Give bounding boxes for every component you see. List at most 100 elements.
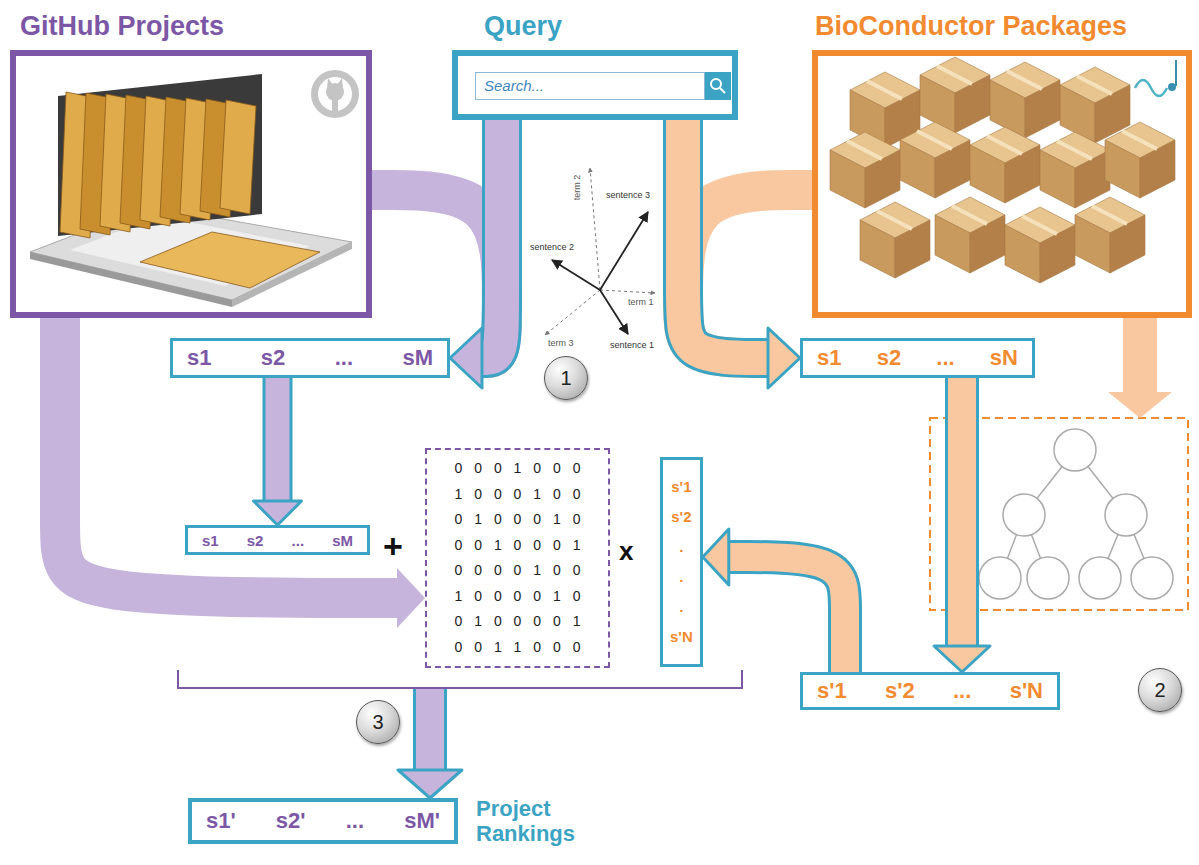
github-icon-part [327,78,333,88]
arrow-outline [683,120,768,358]
association-matrix: 0 0 0 1 0 0 01 0 0 0 1 0 00 1 0 0 0 1 00… [425,448,610,668]
score-vector: s1 s2 ... sM [185,525,370,555]
package-source-panel: BioConductor Packages [812,10,1192,318]
arrow-band [266,378,290,501]
matrix-row: 0 0 0 1 0 0 0 [443,456,592,482]
github-icon-part [318,77,352,111]
vector-space-sketch-part [590,168,600,290]
flow-arrow [254,378,302,525]
vector-space-sketch-part [600,290,628,334]
arrow-band [948,378,976,646]
laptop-illustration-part [58,74,262,236]
bioconductor-logo [1135,60,1176,96]
package-boxes-illustration-part [990,62,1060,138]
search-button-part [720,88,725,93]
score-text: s1 s2 ... sM [202,532,353,549]
result-arrow-part [398,770,462,798]
combination-bracket-part [178,670,742,688]
package-boxes-illustration-part [920,57,990,133]
laptop-illustration-part [140,232,320,288]
score-text: s1 s2 ... sM [187,345,433,371]
flow-arrow [934,378,990,672]
panel-heading: Query [452,10,738,42]
arrow-outline [263,378,293,501]
package-boxes-illustration-part [1040,132,1110,208]
vector-space-sketch-part [600,212,648,290]
package-boxes-illustration-part [1005,207,1075,283]
arrow-band [729,557,845,672]
panel-heading: GitHub Projects [10,10,372,42]
package-boxes-illustration [830,57,1175,283]
tree-structure-part [1079,557,1121,599]
laptop-illustration [30,74,352,307]
package-boxes-illustration-part [1075,197,1145,273]
ranking-frame: s1' s2' ... sM' [188,798,458,844]
score-vector: s1 s2 ... sM [170,338,450,378]
package-boxes-illustration-part [935,197,1005,273]
tree-structure-part [1105,494,1147,536]
package-to-tree-arrow [1108,318,1172,418]
operator-symbol: x [619,536,633,567]
arrow-band [482,120,502,358]
package-boxes-illustration-part [860,202,930,278]
score-text: s1 s2 ... sN [817,345,1018,371]
package-boxes-illustration-part [830,132,900,208]
tree-structure-part [1003,494,1045,536]
tree-structure-part [1054,429,1096,471]
flow-arrow [450,120,502,388]
score-column: s'1 s'2 . . . s'N [660,457,703,667]
result-arrow-part [413,689,447,774]
bioconductor-logo-part [1135,80,1167,96]
project-rankings: s1' s2' ... sM'Project Rankings [188,796,575,846]
arrow-head [934,646,990,672]
matrix-row: 0 1 0 0 0 1 0 [443,507,592,533]
flow-arrow [703,529,845,672]
axis-label: term 2 [572,175,583,201]
arrow-outline [482,120,502,358]
search-button-part [711,79,721,89]
flow-arrow [683,120,800,388]
search-button-part [705,72,731,100]
arrow-head [397,568,425,628]
tree-structure-part [1131,557,1173,599]
combination-bracket [178,670,742,688]
query-panel: QuerySearch... [452,10,738,120]
arrow-outline [945,378,979,646]
tree-structure-part [1027,557,1069,599]
panel-frame: Search... [452,50,738,120]
matrix-row: 1 0 0 0 1 0 0 [443,482,592,508]
bioconductor-logo-part [1168,83,1176,91]
tree-structure-part [979,557,1021,599]
score-text: s'1 s'2 ... s'N [817,678,1043,704]
github-icon-part [332,99,338,111]
arrow-head [703,529,729,585]
matrix-row: 0 1 0 0 0 0 1 [443,609,592,635]
callout-number: 1 [544,356,588,400]
package-boxes-illustration-part [900,122,970,198]
score-vector: s'1 s'2 ... s'N [800,672,1060,710]
github-icon-part [311,70,359,118]
operator-symbol: + [383,526,403,567]
package-to-tree-arrow-part [1123,318,1157,394]
package-boxes-illustration-part [970,127,1040,203]
bioconductor-logo-part [1175,60,1177,86]
search-field: Search... [475,72,705,100]
github-icon [311,70,359,118]
vector-space-sketch-part [552,260,600,290]
vector-space-sketch-part [545,290,600,335]
callout-text: 2 [1154,679,1165,701]
matrix-row: 0 0 1 0 0 0 1 [443,533,592,559]
matrix-row: 0 0 1 1 0 0 0 [443,635,592,661]
score-column-text: s'1 s'2 . . . s'N [670,472,693,652]
search-text: Search... [476,73,704,99]
result-arrow-part [416,689,444,774]
package-to-tree-arrow-part [1108,392,1172,418]
vector-label: sentence 3 [606,190,650,201]
vector-label: sentence 2 [530,242,574,253]
vector-space-sketch-part [600,290,655,293]
laptop-illustration-part [220,100,256,214]
arrow-head [768,328,800,388]
callout-number: 3 [356,700,400,744]
